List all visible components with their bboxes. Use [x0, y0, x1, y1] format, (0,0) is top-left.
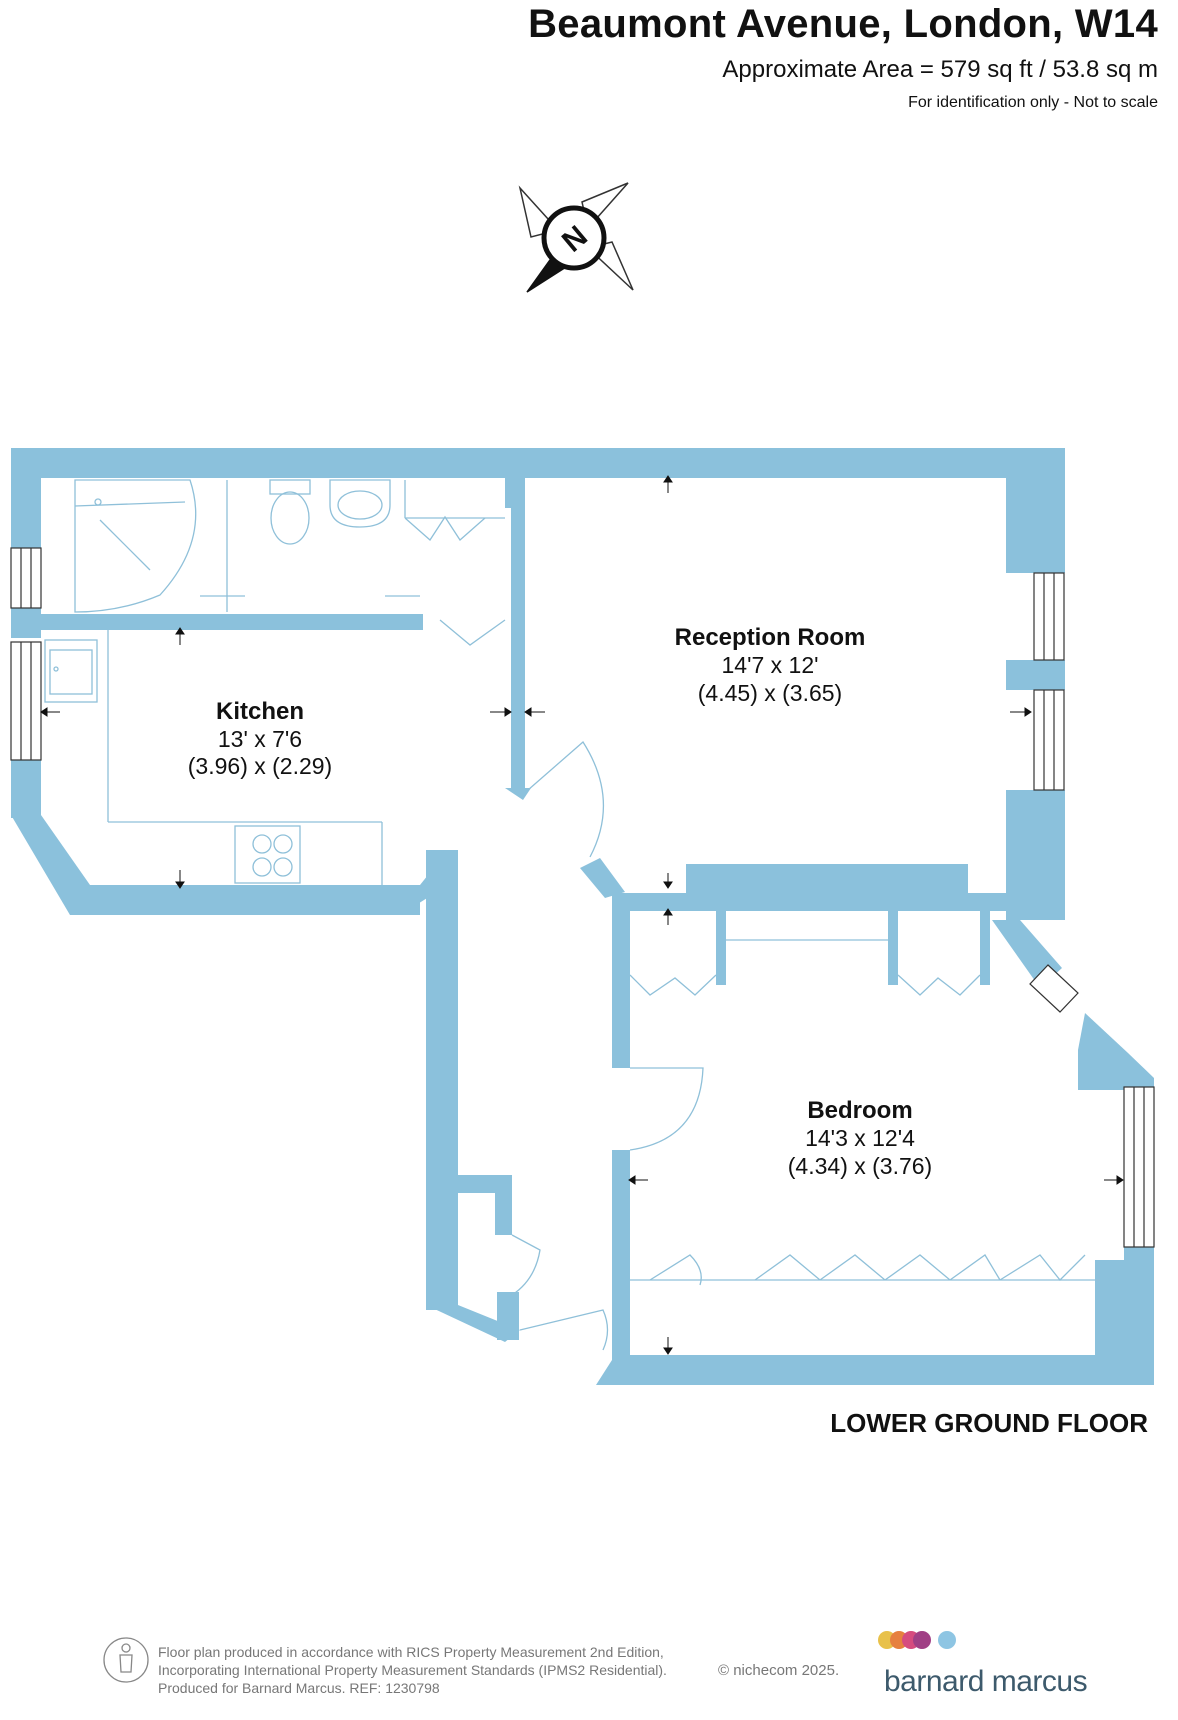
fixtures	[44, 479, 1100, 1351]
scale-note: For identification only - Not to scale	[908, 94, 1158, 111]
room-name-bedroom: Bedroom	[807, 1097, 913, 1124]
walls	[11, 448, 1154, 1385]
window	[10, 547, 42, 609]
window	[1033, 689, 1065, 791]
window	[1123, 1086, 1155, 1248]
approximate-area: Approximate Area = 579 sq ft / 53.8 sq m	[722, 56, 1158, 83]
hob	[234, 825, 301, 884]
room-dims-imperial-bedroom: 14'3 x 12'4	[805, 1125, 915, 1151]
brand-name: barnard marcus	[884, 1665, 1088, 1698]
room-dims-metric-reception: (4.45) x (3.65)	[697, 680, 843, 706]
dimension-arrows	[40, 475, 1124, 1355]
room-dims-metric-bedroom: (4.34) x (3.76)	[787, 1153, 933, 1179]
windows	[10, 547, 1155, 1248]
room-name-reception: Reception Room	[674, 624, 866, 651]
floor-label: LOWER GROUND FLOOR	[830, 1408, 1148, 1438]
footer-disclaimer: Floor plan produced in accordance with R…	[158, 1643, 667, 1697]
toilet	[270, 491, 310, 545]
footer-line: Floor plan produced in accordance with R…	[158, 1644, 664, 1660]
window	[1033, 572, 1065, 661]
footer-line: Produced for Barnard Marcus. REF: 123079…	[158, 1680, 440, 1696]
room-dims-imperial-kitchen: 13' x 7'6	[217, 726, 303, 752]
copyright: © nichecom 2025.	[718, 1662, 840, 1679]
window	[10, 641, 42, 761]
kitchen-sink	[44, 639, 98, 703]
shower-tray	[74, 479, 197, 613]
room-dims-metric-kitchen: (3.96) x (2.29)	[187, 753, 333, 779]
room-dims-imperial-reception: 14'7 x 12'	[721, 652, 819, 678]
brand-logo-icon	[878, 1631, 956, 1649]
room-name-kitchen: Kitchen	[215, 698, 304, 725]
footer-line: Incorporating International Property Mea…	[158, 1662, 667, 1678]
person-icon	[103, 1637, 149, 1683]
window	[1029, 964, 1079, 1013]
compass-north-icon: N	[518, 182, 634, 293]
bathroom-sink	[329, 479, 391, 528]
page-title: Beaumont Avenue, London, W14	[528, 2, 1158, 46]
